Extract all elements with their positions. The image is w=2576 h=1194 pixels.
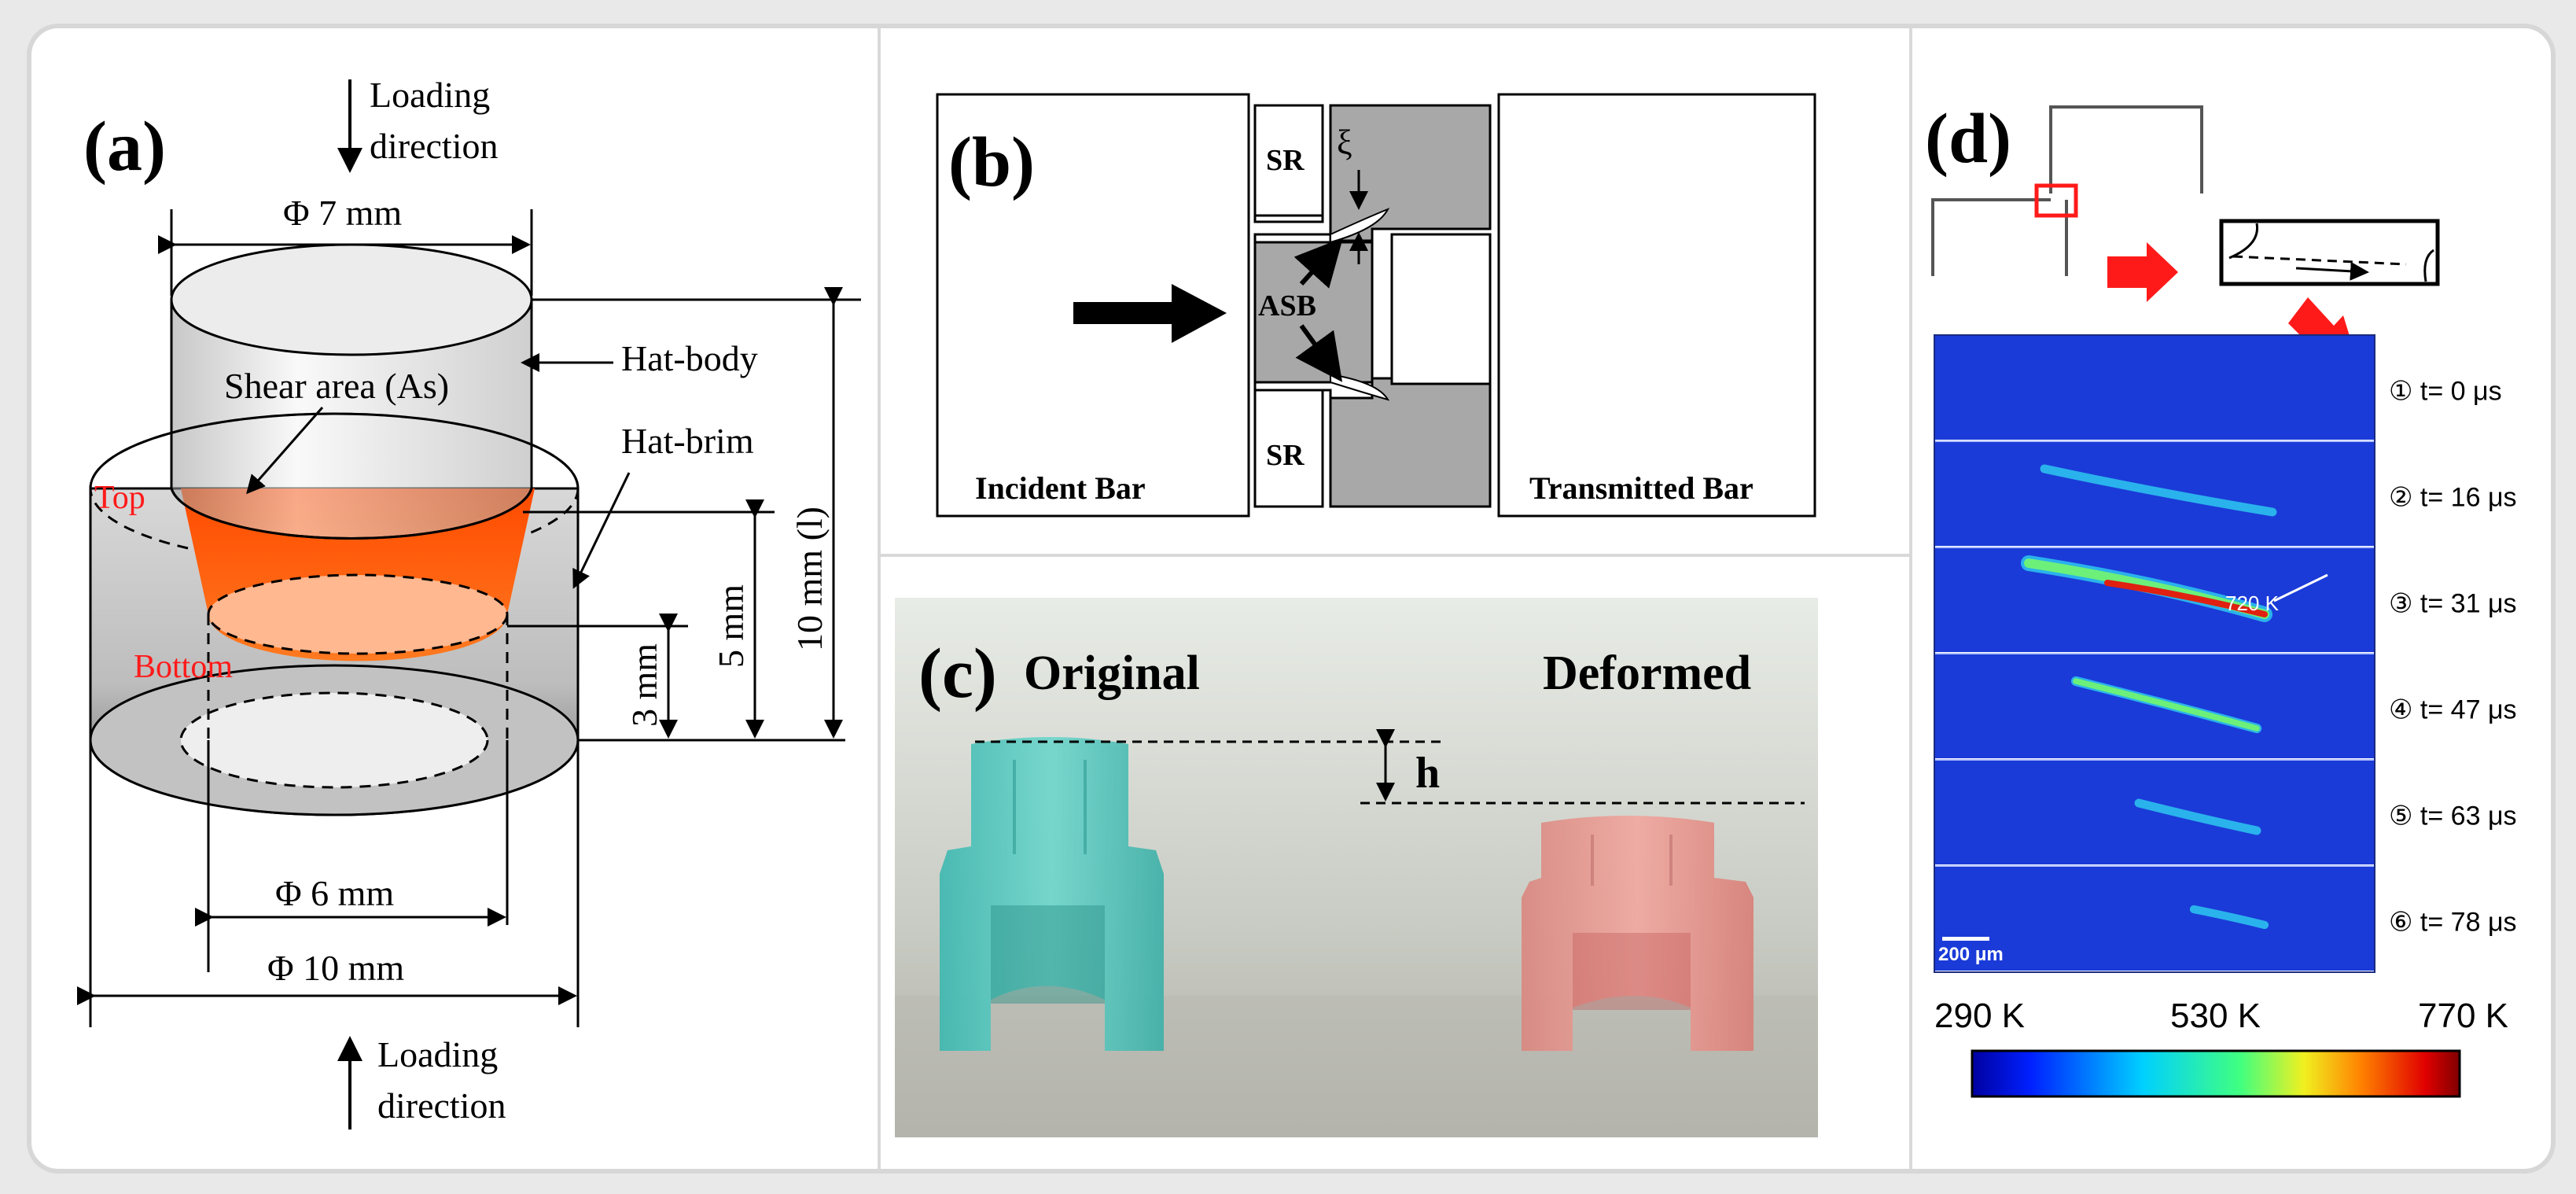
zoom-box: [2034, 183, 2078, 218]
loading-bottom-line1: Loading: [377, 1034, 498, 1074]
frame-time-label: ① t= 0 μs: [2389, 377, 2502, 407]
dim-phi6: Φ 6 mm: [275, 873, 394, 913]
label-shear-area: Shear area (As): [224, 366, 449, 406]
peak-temp-label: 720 K: [2225, 591, 2280, 615]
sr-bottom: SR: [1266, 439, 1305, 472]
specimen-section: [1253, 104, 1492, 508]
shear-band: [2040, 464, 2277, 517]
frame-time-label: ⑤ t= 63 μs: [2389, 802, 2517, 831]
zoom-detail: [2219, 219, 2440, 286]
panel-c-label: (c): [918, 635, 997, 713]
figure-frame: (a) Loading direction Φ 7 mm Shear area …: [27, 24, 2556, 1174]
frame-time-label: ④ t= 47 μs: [2389, 695, 2517, 725]
frame-time-label: ⑥ t= 78 μs: [2389, 908, 2517, 938]
colorbar-min: 290 K: [1934, 997, 2025, 1035]
transmitted-bar: [1497, 93, 1816, 518]
thermal-frame: [1934, 547, 2375, 652]
deformed-specimen: [1522, 816, 1754, 1051]
panel-d: (d) ① t= 0 μs ② t= 16 μs ③ t= 31 μs ④ t= 47…: [1925, 100, 2517, 1098]
label-original: Original: [1024, 647, 1200, 700]
red-arrow-right: [2107, 242, 2178, 302]
shear-band: [2134, 798, 2261, 835]
panel-d-label: (d): [1925, 100, 2011, 178]
colorbar: [1971, 1049, 2461, 1098]
sr-top: SR: [1266, 144, 1305, 177]
peak-band: [2104, 580, 2268, 617]
thermal-frame: [1934, 866, 2375, 971]
dim-3mm: 3 mm: [624, 643, 664, 727]
panel-b: (b) Incident Bar SR SR ξ ASB Transmitted…: [936, 93, 1816, 518]
label-h: h: [1415, 749, 1440, 798]
frame-time-label: ② t= 16 μs: [2389, 483, 2517, 513]
label-hat-body: Hat-body: [621, 338, 758, 378]
label-top: Top: [94, 480, 145, 516]
dim-phi7: Φ 7 mm: [283, 193, 402, 233]
shear-band: [2189, 905, 2269, 930]
dim-5mm: 5 mm: [711, 584, 751, 668]
thermal-frame: [1934, 760, 2375, 864]
loading-top-line2: direction: [370, 126, 499, 166]
panel-b-label: (b): [948, 123, 1035, 201]
colorbar-max: 770 K: [2418, 997, 2508, 1035]
original-specimen: [940, 737, 1164, 1051]
dim-phi10: Φ 10 mm: [267, 948, 404, 988]
thermal-frame: [1934, 335, 2375, 440]
xi-label: ξ: [1337, 123, 1352, 162]
loading-top-line1: Loading: [370, 75, 490, 115]
dim-10mm: 10 mm (l): [789, 507, 830, 651]
figure-canvas: (a) Loading direction Φ 7 mm Shear area …: [77, 28, 2517, 1169]
label-bottom: Bottom: [134, 649, 233, 685]
scale-bar-label: 200 μm: [1938, 944, 2004, 965]
thermal-frames: ① t= 0 μs ② t= 16 μs ③ t= 31 μs ④ t= 47 μs ⑤…: [1934, 334, 2517, 973]
panel-a-label: (a): [83, 108, 166, 186]
impact-arrow: [1172, 284, 1227, 343]
panel-a: (a) Loading direction Φ 7 mm Shear area …: [77, 75, 861, 1130]
label-hat-brim: Hat-brim: [621, 421, 754, 461]
transmitted-bar-label: Transmitted Bar: [1529, 470, 1754, 506]
asb-label: ASB: [1258, 289, 1316, 322]
label-deformed: Deformed: [1543, 647, 1751, 700]
colorbar-mid: 530 K: [2170, 997, 2261, 1035]
frame-time-label: ③ t= 31 μs: [2389, 589, 2517, 619]
panel-c: (c) Original Deformed h: [895, 598, 1818, 1137]
incident-bar-label: Incident Bar: [975, 470, 1146, 506]
loading-bottom-line2: direction: [377, 1085, 506, 1126]
